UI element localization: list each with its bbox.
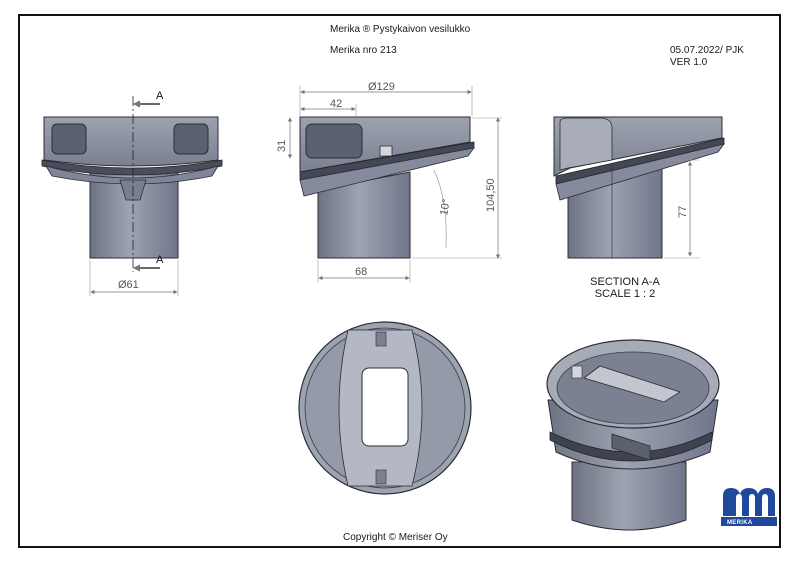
section-view-inner-cup	[559, 117, 613, 171]
dim-42: 42	[330, 98, 342, 110]
dim-68: 68	[355, 266, 367, 278]
section-scale: SCALE 1 : 2	[594, 288, 656, 300]
top-view-tab-bottom	[375, 469, 387, 485]
dim-104: 104,50	[485, 178, 497, 212]
section-marker-bottom: A	[156, 254, 164, 266]
section-view-lip	[555, 143, 725, 201]
merika-logo-bar	[721, 517, 777, 526]
side-view-lip	[299, 147, 475, 197]
copyright-text: Copyright © Meriser Oy	[343, 532, 448, 543]
section-caption: SECTION A-A SCALE 1 : 2	[565, 276, 685, 300]
iso-view-tube	[571, 461, 687, 531]
date-label: 05.07.2022/ PJK	[670, 45, 744, 56]
date-version: 05.07.2022/ PJK VER 1.0	[670, 45, 744, 69]
drawing-frame	[18, 14, 781, 548]
front-view: A A Ø61	[41, 90, 223, 296]
side-view: Ø129 42 31 104,50 10° 68	[276, 81, 502, 282]
merika-logo: MERIKA	[721, 488, 777, 526]
front-view-lip	[45, 165, 219, 185]
product-number: Merika nro 213	[330, 45, 397, 56]
side-view-clip	[379, 145, 393, 157]
dim-dia-61: Ø61	[118, 279, 139, 291]
drawing-title: Merika ® Pystykaivon vesilukko	[330, 24, 471, 35]
merika-logo-mark	[723, 488, 775, 516]
dim-31: 31	[276, 140, 288, 152]
iso-view-baffle	[583, 365, 681, 403]
side-view-window	[305, 123, 363, 159]
isometric-view	[546, 339, 720, 531]
version-label: VER 1.0	[670, 57, 708, 68]
dim-arc-angle	[433, 169, 447, 249]
top-view-tab-top	[375, 331, 387, 347]
section-title: SECTION A-A	[590, 276, 660, 288]
front-view-window-left	[51, 123, 87, 155]
merika-logo-text: MERIKA	[727, 520, 753, 526]
section-marker-top: A	[156, 90, 164, 102]
top-view-opening	[361, 367, 409, 447]
iso-view-clip	[571, 365, 583, 379]
dim-77: 77	[677, 206, 689, 218]
front-view-window-right	[173, 123, 209, 155]
iso-view-seal	[549, 431, 713, 462]
dim-dia-129: Ø129	[368, 81, 395, 93]
iso-view-window	[611, 433, 651, 461]
section-view: 77	[553, 116, 725, 259]
front-view-seal	[41, 159, 223, 176]
top-view	[298, 321, 472, 495]
dim-angle: 10°	[438, 198, 453, 216]
